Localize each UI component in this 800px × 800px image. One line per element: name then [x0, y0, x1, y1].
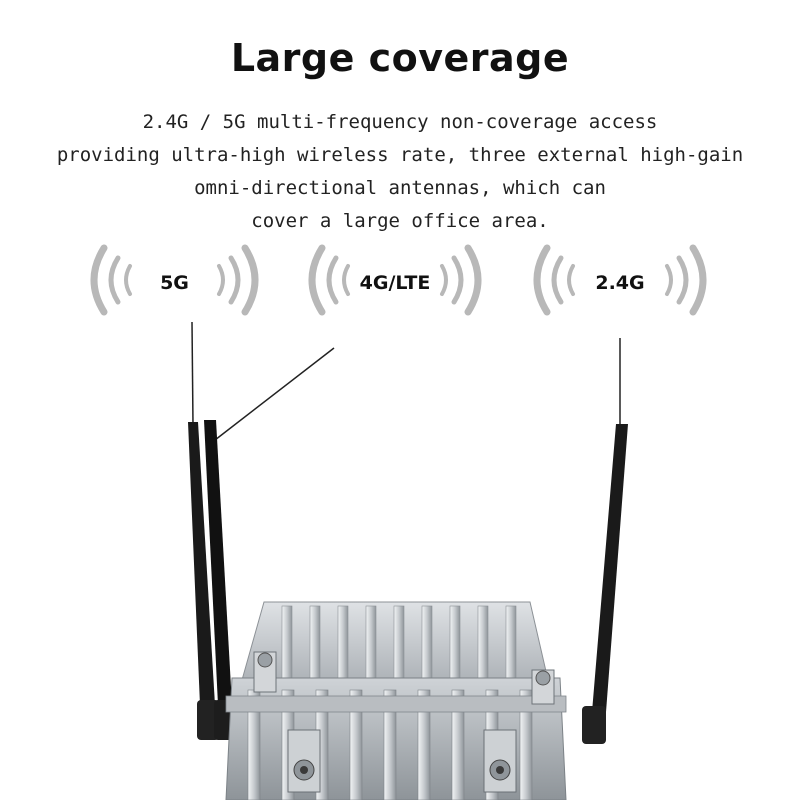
signal-label-2-4g: 2.4G — [595, 272, 645, 294]
description-line-4: cover a large office area. — [251, 210, 549, 232]
antenna-5g — [188, 422, 219, 740]
wifi-signal-icon — [90, 244, 259, 316]
signal-badge-4g-lte: 4G/LTE — [300, 240, 490, 320]
pointer-line-4g — [214, 347, 335, 441]
signal-label-4g-lte: 4G/LTE — [359, 272, 431, 294]
signal-label-5g: 5G — [160, 272, 189, 294]
antenna-2-4g — [582, 424, 628, 744]
bolt-right-top — [531, 669, 555, 705]
bolt-left-top — [253, 651, 277, 693]
description-line-2: providing ultra-high wireless rate, thre… — [56, 144, 744, 166]
description-line-1: 2.4G / 5G multi-frequency non-coverage a… — [142, 111, 658, 133]
description: 2.4G / 5G multi-frequency non-coverage a… — [40, 106, 760, 238]
signal-badge-2-4g: 2.4G — [525, 240, 715, 320]
wifi-signal-icon — [533, 244, 707, 316]
signal-badge-5g: 5G — [82, 240, 267, 320]
cellular-signal-icon — [308, 244, 482, 316]
page-title: Large coverage — [230, 36, 570, 80]
mount-bracket-left — [287, 729, 321, 793]
mount-bracket-right — [483, 729, 517, 793]
pointer-line-5g — [191, 321, 194, 426]
description-line-3: omni-directional antennas, which can — [194, 177, 606, 199]
